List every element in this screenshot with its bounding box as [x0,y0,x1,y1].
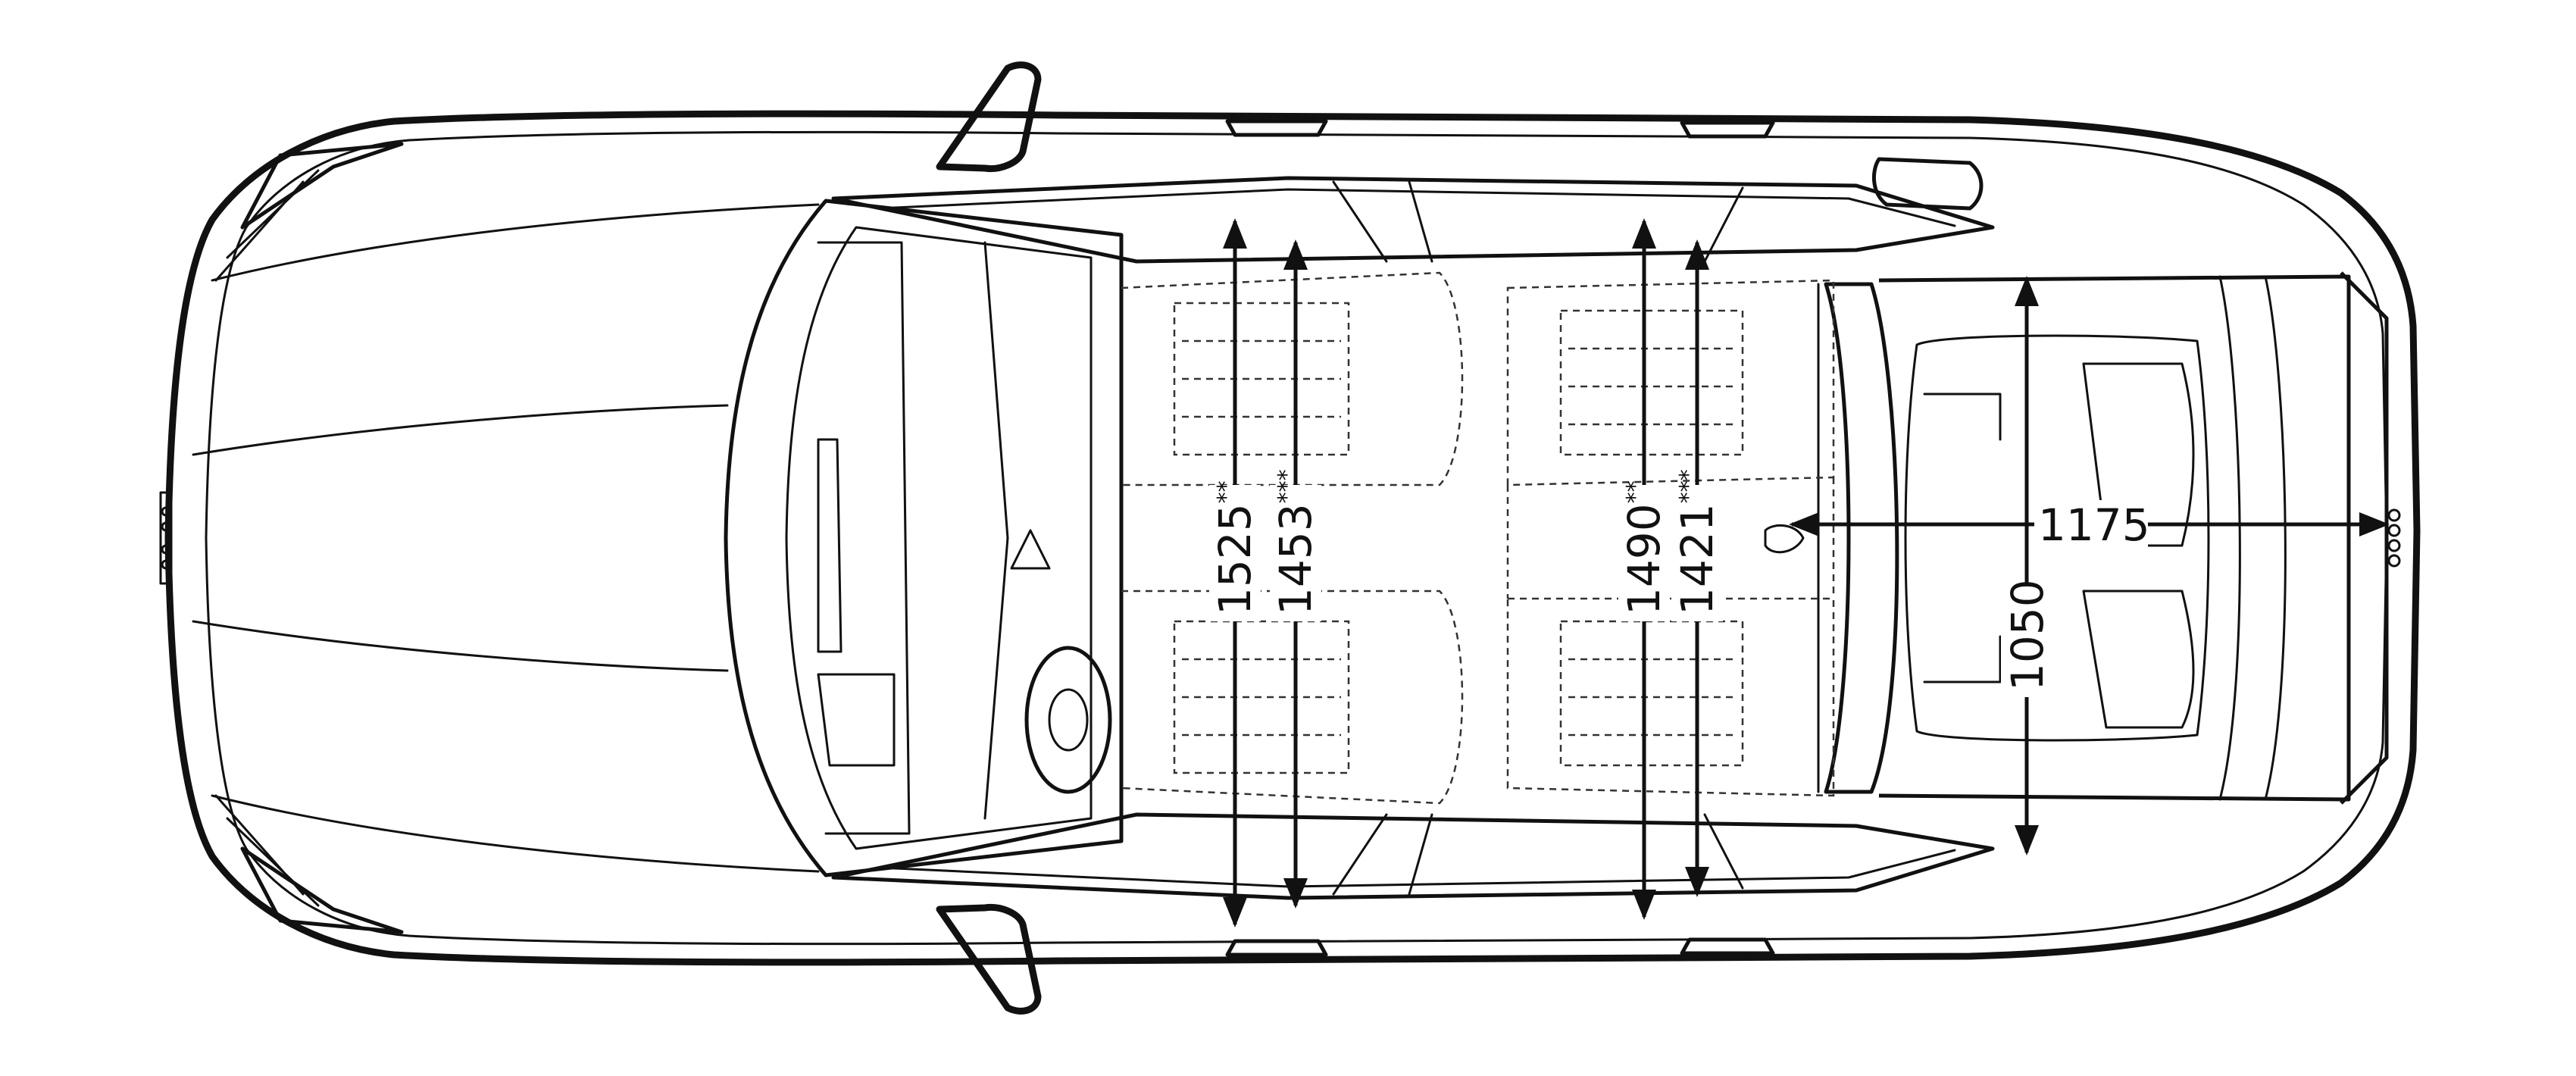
car-body-outline [159,110,2421,966]
label-trunk-length: 1175 [2038,499,2150,551]
label-front-width-a: 1525** [1209,480,1261,615]
seats [1121,271,1835,805]
dimension-labels: 1525** 1453*** 1490** 1421*** 1175 1050 [1209,469,2150,697]
door-handles [1225,119,1984,957]
label-trunk-width: 1050 [2002,579,2053,691]
side-mirrors [936,61,1042,1015]
dashboard [817,241,1112,835]
label-front-width-b: 1453*** [1270,469,1321,615]
label-rear-width-a: 1490** [1618,480,1670,615]
cabin-glass [724,176,1995,900]
label-rear-width-b: 1421*** [1671,469,1723,615]
